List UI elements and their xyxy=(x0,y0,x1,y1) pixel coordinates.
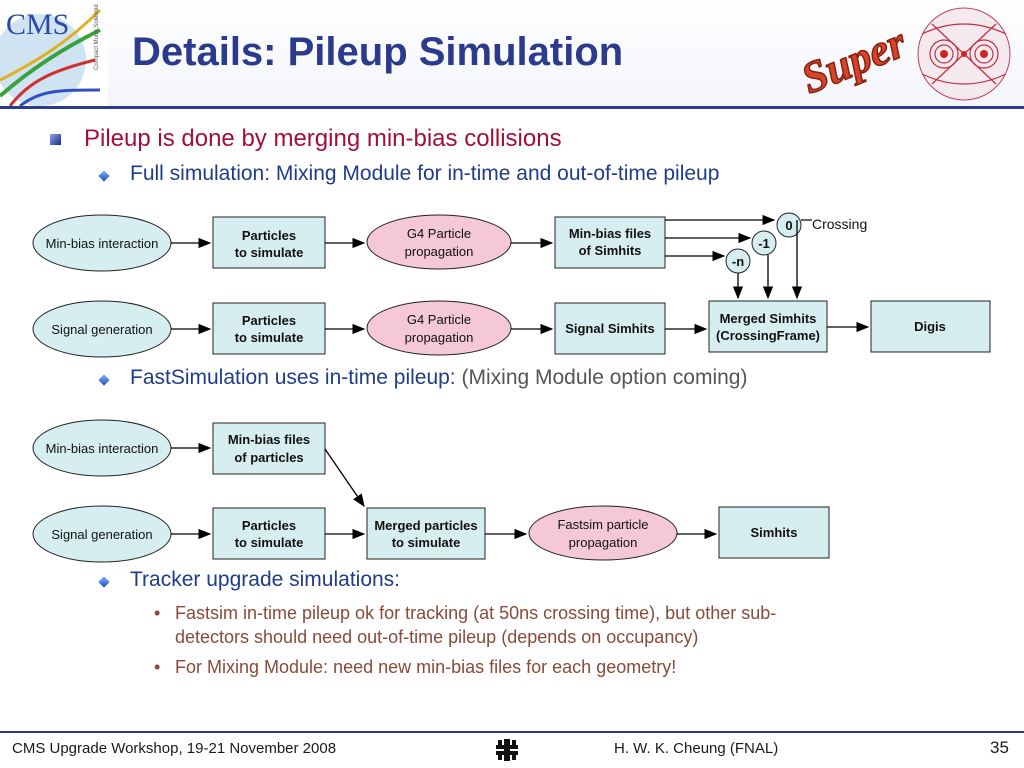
crossing-0-node xyxy=(776,212,802,238)
svg-text:Simhits: Simhits xyxy=(751,525,798,540)
svg-text:propagation: propagation xyxy=(405,330,474,345)
footer-divider xyxy=(0,731,1024,733)
svg-text:Min-bias files: Min-bias files xyxy=(228,432,310,447)
svg-text:Min-bias files: Min-bias files xyxy=(569,226,651,241)
svg-text:G4 Particle: G4 Particle xyxy=(407,312,471,327)
simhits-box xyxy=(718,506,830,559)
cms-logo: CMS Compact Muon Solenoid xyxy=(0,0,108,106)
svg-text:of Simhits: of Simhits xyxy=(579,243,642,258)
particles-to-simulate-box xyxy=(212,302,326,355)
fastsim-main-text: FastSimulation uses in-time pileup: xyxy=(130,366,456,389)
svg-text:Fastsim particle: Fastsim particle xyxy=(557,517,648,532)
svg-text:Particles: Particles xyxy=(242,228,296,243)
minbias-files-particles-box xyxy=(212,422,326,475)
svg-text:propagation: propagation xyxy=(405,244,474,259)
svg-text:to simulate: to simulate xyxy=(235,535,304,550)
bullet-pileup-merging: Pileup is done by merging min-bias colli… xyxy=(84,125,562,152)
level3-bullet-icon: • xyxy=(154,657,161,677)
bullet-tracker-upgrade: Tracker upgrade simulations: xyxy=(130,568,401,591)
svg-text:of particles: of particles xyxy=(234,450,303,465)
svg-text:Particles: Particles xyxy=(242,313,296,328)
svg-text:(CrossingFrame): (CrossingFrame) xyxy=(716,328,820,343)
bullet-full-simulation: Full simulation: Mixing Module for in-ti… xyxy=(130,162,720,185)
svg-text:to simulate: to simulate xyxy=(392,535,461,550)
minbias-files-simhits-box xyxy=(554,216,666,269)
diagram2: Min-bias interaction Min-bias files of p… xyxy=(32,419,830,563)
collision-event-icon xyxy=(917,7,1011,101)
svg-text:Compact Muon Solenoid: Compact Muon Solenoid xyxy=(94,4,100,70)
bullet-fastsimulation: FastSimulation uses in-time pileup: (Mix… xyxy=(130,366,747,390)
svg-text:Signal generation: Signal generation xyxy=(51,527,152,542)
svg-text:to simulate: to simulate xyxy=(235,245,304,260)
sub-bullet-fastsim-line1: Fastsim in-time pileup ok for tracking (… xyxy=(175,603,777,623)
sub-bullet-mixing-module: For Mixing Module: need new min-bias fil… xyxy=(175,657,677,677)
svg-text:Particles: Particles xyxy=(242,518,296,533)
slide-title: Details: Pileup Simulation xyxy=(132,30,624,74)
g4-propagation-node xyxy=(366,300,512,356)
svg-text:Signal generation: Signal generation xyxy=(51,322,152,337)
crossing-minus1-node xyxy=(751,230,777,256)
g4-propagation-node xyxy=(366,214,512,270)
svg-text:-1: -1 xyxy=(758,236,770,251)
svg-text:CMS: CMS xyxy=(6,8,69,41)
sub-bullet-fastsim-line2: detectors should need out-of-time pileup… xyxy=(175,627,699,647)
crossing-label: Crossing xyxy=(812,216,867,232)
svg-text:Signal Simhits: Signal Simhits xyxy=(565,321,655,336)
diagram1-row2: Signal generation Particles to simulate … xyxy=(32,300,991,358)
footer-event: CMS Upgrade Workshop, 19-21 November 200… xyxy=(12,740,337,757)
svg-text:Min-bias interaction: Min-bias interaction xyxy=(46,236,159,251)
svg-text:0: 0 xyxy=(785,218,792,233)
signal-simhits-box xyxy=(554,302,666,355)
svg-text:Min-bias interaction: Min-bias interaction xyxy=(46,441,159,456)
merged-simhits-box xyxy=(708,300,828,353)
fermilab-logo-icon xyxy=(496,739,518,761)
svg-text:to simulate: to simulate xyxy=(235,330,304,345)
level3-bullet-icon: • xyxy=(154,603,161,623)
fastsim-propagation-node xyxy=(528,505,678,561)
slide-header xyxy=(0,0,1024,106)
particles-to-simulate-box xyxy=(212,507,326,560)
svg-text:Digis: Digis xyxy=(914,319,946,334)
svg-text:Merged Simhits: Merged Simhits xyxy=(720,311,817,326)
digis-box xyxy=(870,300,991,353)
merged-particles-box xyxy=(366,507,486,560)
page-number: 35 xyxy=(990,738,1009,757)
diagram1-row1: Min-bias interaction Particles to simula… xyxy=(32,212,867,300)
svg-text:-n: -n xyxy=(732,254,744,269)
svg-text:G4 Particle: G4 Particle xyxy=(407,226,471,241)
header-divider xyxy=(0,106,1024,109)
super-logo: Super xyxy=(794,16,910,96)
svg-text:Merged particles: Merged particles xyxy=(374,518,477,533)
fastsim-note-text: (Mixing Module option coming) xyxy=(461,366,748,389)
footer-author: H. W. K. Cheung (FNAL) xyxy=(614,740,779,757)
level1-bullet-icon xyxy=(50,134,61,145)
svg-text:propagation: propagation xyxy=(569,535,638,550)
